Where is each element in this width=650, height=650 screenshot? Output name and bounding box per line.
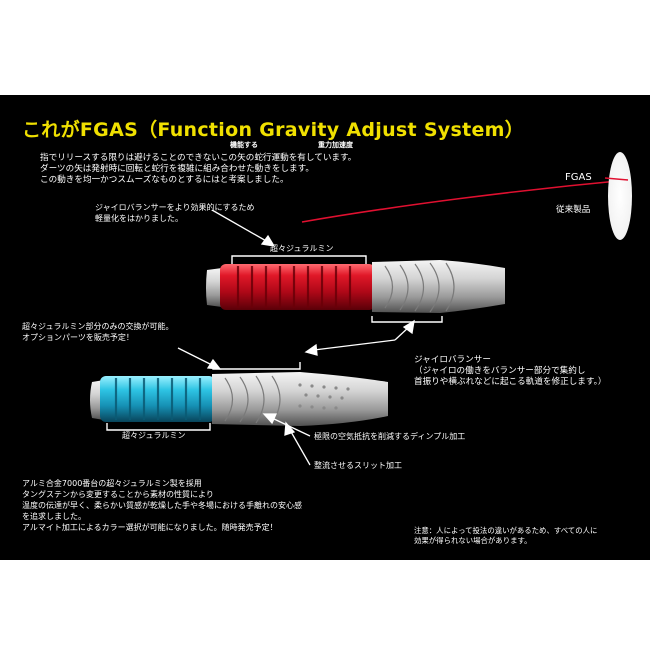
notice-line-1: 注意：人によって投法の違いがあるため、すべての人に xyxy=(414,526,598,535)
subtitle-gravity: 重力加速度 xyxy=(318,141,353,149)
material-line-1: アルミ合金7000番台の超々ジュラルミン製を採用 xyxy=(22,479,202,488)
conventional-product-label: 従来製品 xyxy=(556,205,591,215)
exchange-line-1: 超々ジュラルミン部分のみの交換が可能。 xyxy=(22,322,174,331)
notice-line-2: 効果が得られない場合があります。 xyxy=(414,536,532,545)
material-line-5: アルマイト加工によるカラー選択が可能になりました。随時発売予定！ xyxy=(22,523,278,532)
red-dart-material-label: 超々ジュラルミン xyxy=(270,244,334,253)
blue-dart-material-label: 超々ジュラルミン xyxy=(122,431,186,440)
subtitle-function: 機能する xyxy=(230,141,258,149)
balancer-line-3: 首振りや横ぶれなどに起こる軌道を修正します。） xyxy=(414,377,607,387)
target-lens-shape xyxy=(608,152,632,240)
blue-dart-barrel xyxy=(90,372,388,426)
fgas-trajectory-label: FGAS xyxy=(565,172,592,183)
gyro-note-line-2: 軽量化をはかりました。 xyxy=(95,214,183,223)
material-line-2: タングステンから変更することから素材の性質により xyxy=(22,490,214,499)
material-line-4: を追求しました。 xyxy=(22,512,86,521)
balancer-line-1: ジャイロバランサー xyxy=(414,355,491,365)
exchange-line-2: オプションパーツを販売予定！ xyxy=(22,333,134,342)
trajectory-line xyxy=(301,179,629,223)
gyro-note-line-1: ジャイロバランサーをより効果的にするため xyxy=(95,203,255,212)
intro-line-2: ダーツの矢は発射時に回転と蛇行を複雑に組み合わせた動きをします。 xyxy=(40,164,314,174)
callout-arrows xyxy=(177,209,415,466)
balancer-line-2: （ジャイロの働きをバランサー部分で集約し xyxy=(414,366,586,376)
black-info-panel xyxy=(0,95,650,560)
dimple-label: 極限の空気抵抗を削減するディンプル加工 xyxy=(314,432,466,441)
page-title: これがFGAS（Function Gravity Adjust System） xyxy=(22,119,525,141)
material-line-3: 温度の伝達が早く、柔らかい質感が乾燥した手や冬場における手離れの安心感 xyxy=(22,501,302,510)
slit-label: 整流させるスリット加工 xyxy=(314,461,402,470)
intro-line-1: 指でリリースする限りは避けることのできないこの矢の蛇行運動を有しています。 xyxy=(40,153,357,163)
trajectory-tip xyxy=(604,177,629,181)
intro-line-3: この動きを均一かつスムーズなものとするにはと考案しました。 xyxy=(40,175,289,185)
red-dart-barrel xyxy=(206,260,505,313)
